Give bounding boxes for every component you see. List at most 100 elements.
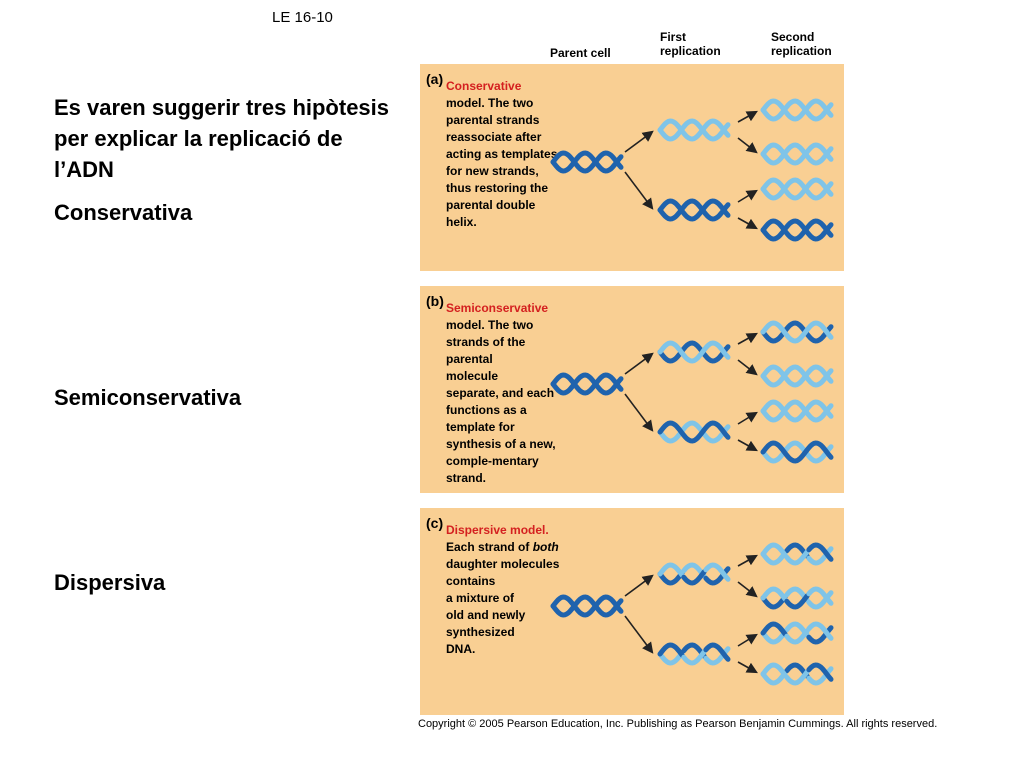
dna-strand-b [760, 621, 788, 637]
second-gen-dna-helix [760, 218, 834, 242]
model-name: Semiconservative [446, 301, 549, 315]
description-line: model. The two [446, 96, 534, 110]
dna-strand-a [760, 218, 834, 242]
replication-arrow [737, 332, 758, 345]
second-gen-dna-helix [760, 662, 834, 686]
dna-strand-a [784, 542, 810, 559]
dna-strand-a [760, 177, 834, 201]
dna-strand-b [681, 569, 707, 586]
dna-strand-a [657, 650, 685, 666]
dna-strand-b [760, 542, 788, 558]
description-line: comple-mentary [446, 454, 539, 468]
hypothesis-semiconservative: Semiconservativa [54, 385, 242, 410]
dna-strand-b [760, 440, 834, 464]
replication-arrow [737, 554, 758, 567]
description-line: parental [446, 352, 493, 366]
description-line: separate, and each [446, 386, 555, 400]
replication-arrow [737, 439, 758, 452]
dna-strand-b [657, 562, 685, 578]
description-line: parental double [446, 198, 536, 212]
parent-dna-helix [550, 150, 624, 174]
copyright-notice: Copyright © 2005 Pearson Education, Inc.… [418, 718, 938, 730]
dna-strand-b [703, 642, 731, 662]
dna-strand-b [760, 364, 834, 388]
dna-strand-a [760, 364, 834, 388]
description-line: daughter molecules [446, 557, 560, 571]
dna-strand-b [703, 562, 731, 582]
description-line: template for [446, 420, 515, 434]
dna-strand-a [657, 198, 731, 222]
panel-letter: (a) [426, 71, 444, 87]
dna-strand-a [681, 562, 707, 579]
second-gen-dna-helix [760, 177, 834, 201]
description-line: synthesis of a new, [446, 437, 556, 451]
column-header-parent: Parent cell [550, 46, 611, 60]
column-header-second: Second replication [771, 30, 832, 58]
replication-arrow [737, 110, 758, 123]
slide-id: LE 16-10 [272, 9, 333, 26]
dna-strand-b [784, 549, 810, 566]
replication-arrow [737, 581, 758, 598]
second-gen-dna-helix [760, 320, 834, 344]
first-gen-dna-helix [657, 562, 731, 586]
parent-dna-helix [550, 372, 624, 396]
dna-strand-b [657, 118, 731, 142]
description-line: Each strand of both [446, 539, 570, 556]
dna-strand-a [760, 142, 834, 166]
second-gen-dna-helix [760, 364, 834, 388]
description-line: a mixture of [446, 591, 515, 605]
replication-arrow [737, 633, 758, 647]
hypothesis-conservative: Conservativa [54, 200, 193, 225]
description-line: functions as a [446, 403, 527, 417]
dna-strand-a [760, 440, 834, 464]
dna-strand-a [657, 570, 685, 586]
dna-strand-a [760, 320, 834, 344]
slide-heading: Es varen suggerir tres hipòtesis per exp… [54, 95, 390, 182]
first-gen-dna-helix [657, 340, 731, 364]
description-line: acting as templates [446, 147, 558, 161]
parent-dna-helix [550, 594, 624, 618]
replication-arrow [624, 393, 654, 432]
dna-strand-a [657, 340, 731, 364]
replication-arrow [624, 352, 654, 375]
dna-strand-b [681, 649, 707, 666]
dna-strand-a [681, 642, 707, 659]
description-line: model. The two [446, 318, 534, 332]
panel-letter: (b) [426, 293, 444, 309]
replication-arrow [737, 359, 758, 376]
description-line: for new strands, [446, 164, 539, 178]
second-gen-dna-helix [760, 98, 834, 122]
description-line: reassociate after [446, 130, 542, 144]
dna-strand-a [760, 629, 788, 645]
second-gen-dna-helix [760, 440, 834, 464]
dna-strand-b [760, 399, 834, 423]
dna-strand-a [550, 372, 624, 396]
dna-strand-b [760, 586, 788, 602]
panel-letter: (c) [426, 515, 444, 531]
replication-arrow [737, 411, 758, 425]
first-gen-dna-helix [657, 420, 731, 444]
column-header-first-line1: First [660, 30, 687, 44]
description-line: DNA. [446, 642, 476, 656]
dna-strand-a [550, 150, 624, 174]
first-gen-dna-helix [657, 642, 731, 666]
replication-arrow [737, 217, 758, 230]
second-gen-dna-helix [760, 399, 834, 423]
dna-strand-a [784, 662, 810, 679]
second-gen-dna-helix [760, 142, 834, 166]
description-line: old and newly [446, 608, 526, 622]
second-gen-dna-helix [760, 542, 834, 566]
dna-strand-b [760, 218, 834, 242]
dna-strand-b [760, 142, 834, 166]
dna-strand-b [760, 98, 834, 122]
dna-strand-b [806, 662, 834, 682]
column-header-second-line1: Second [771, 30, 815, 44]
description-line: thus restoring the [446, 181, 549, 195]
description-line: synthesized [446, 625, 515, 639]
dna-strand-b [760, 177, 834, 201]
dna-strand-b [550, 372, 624, 396]
